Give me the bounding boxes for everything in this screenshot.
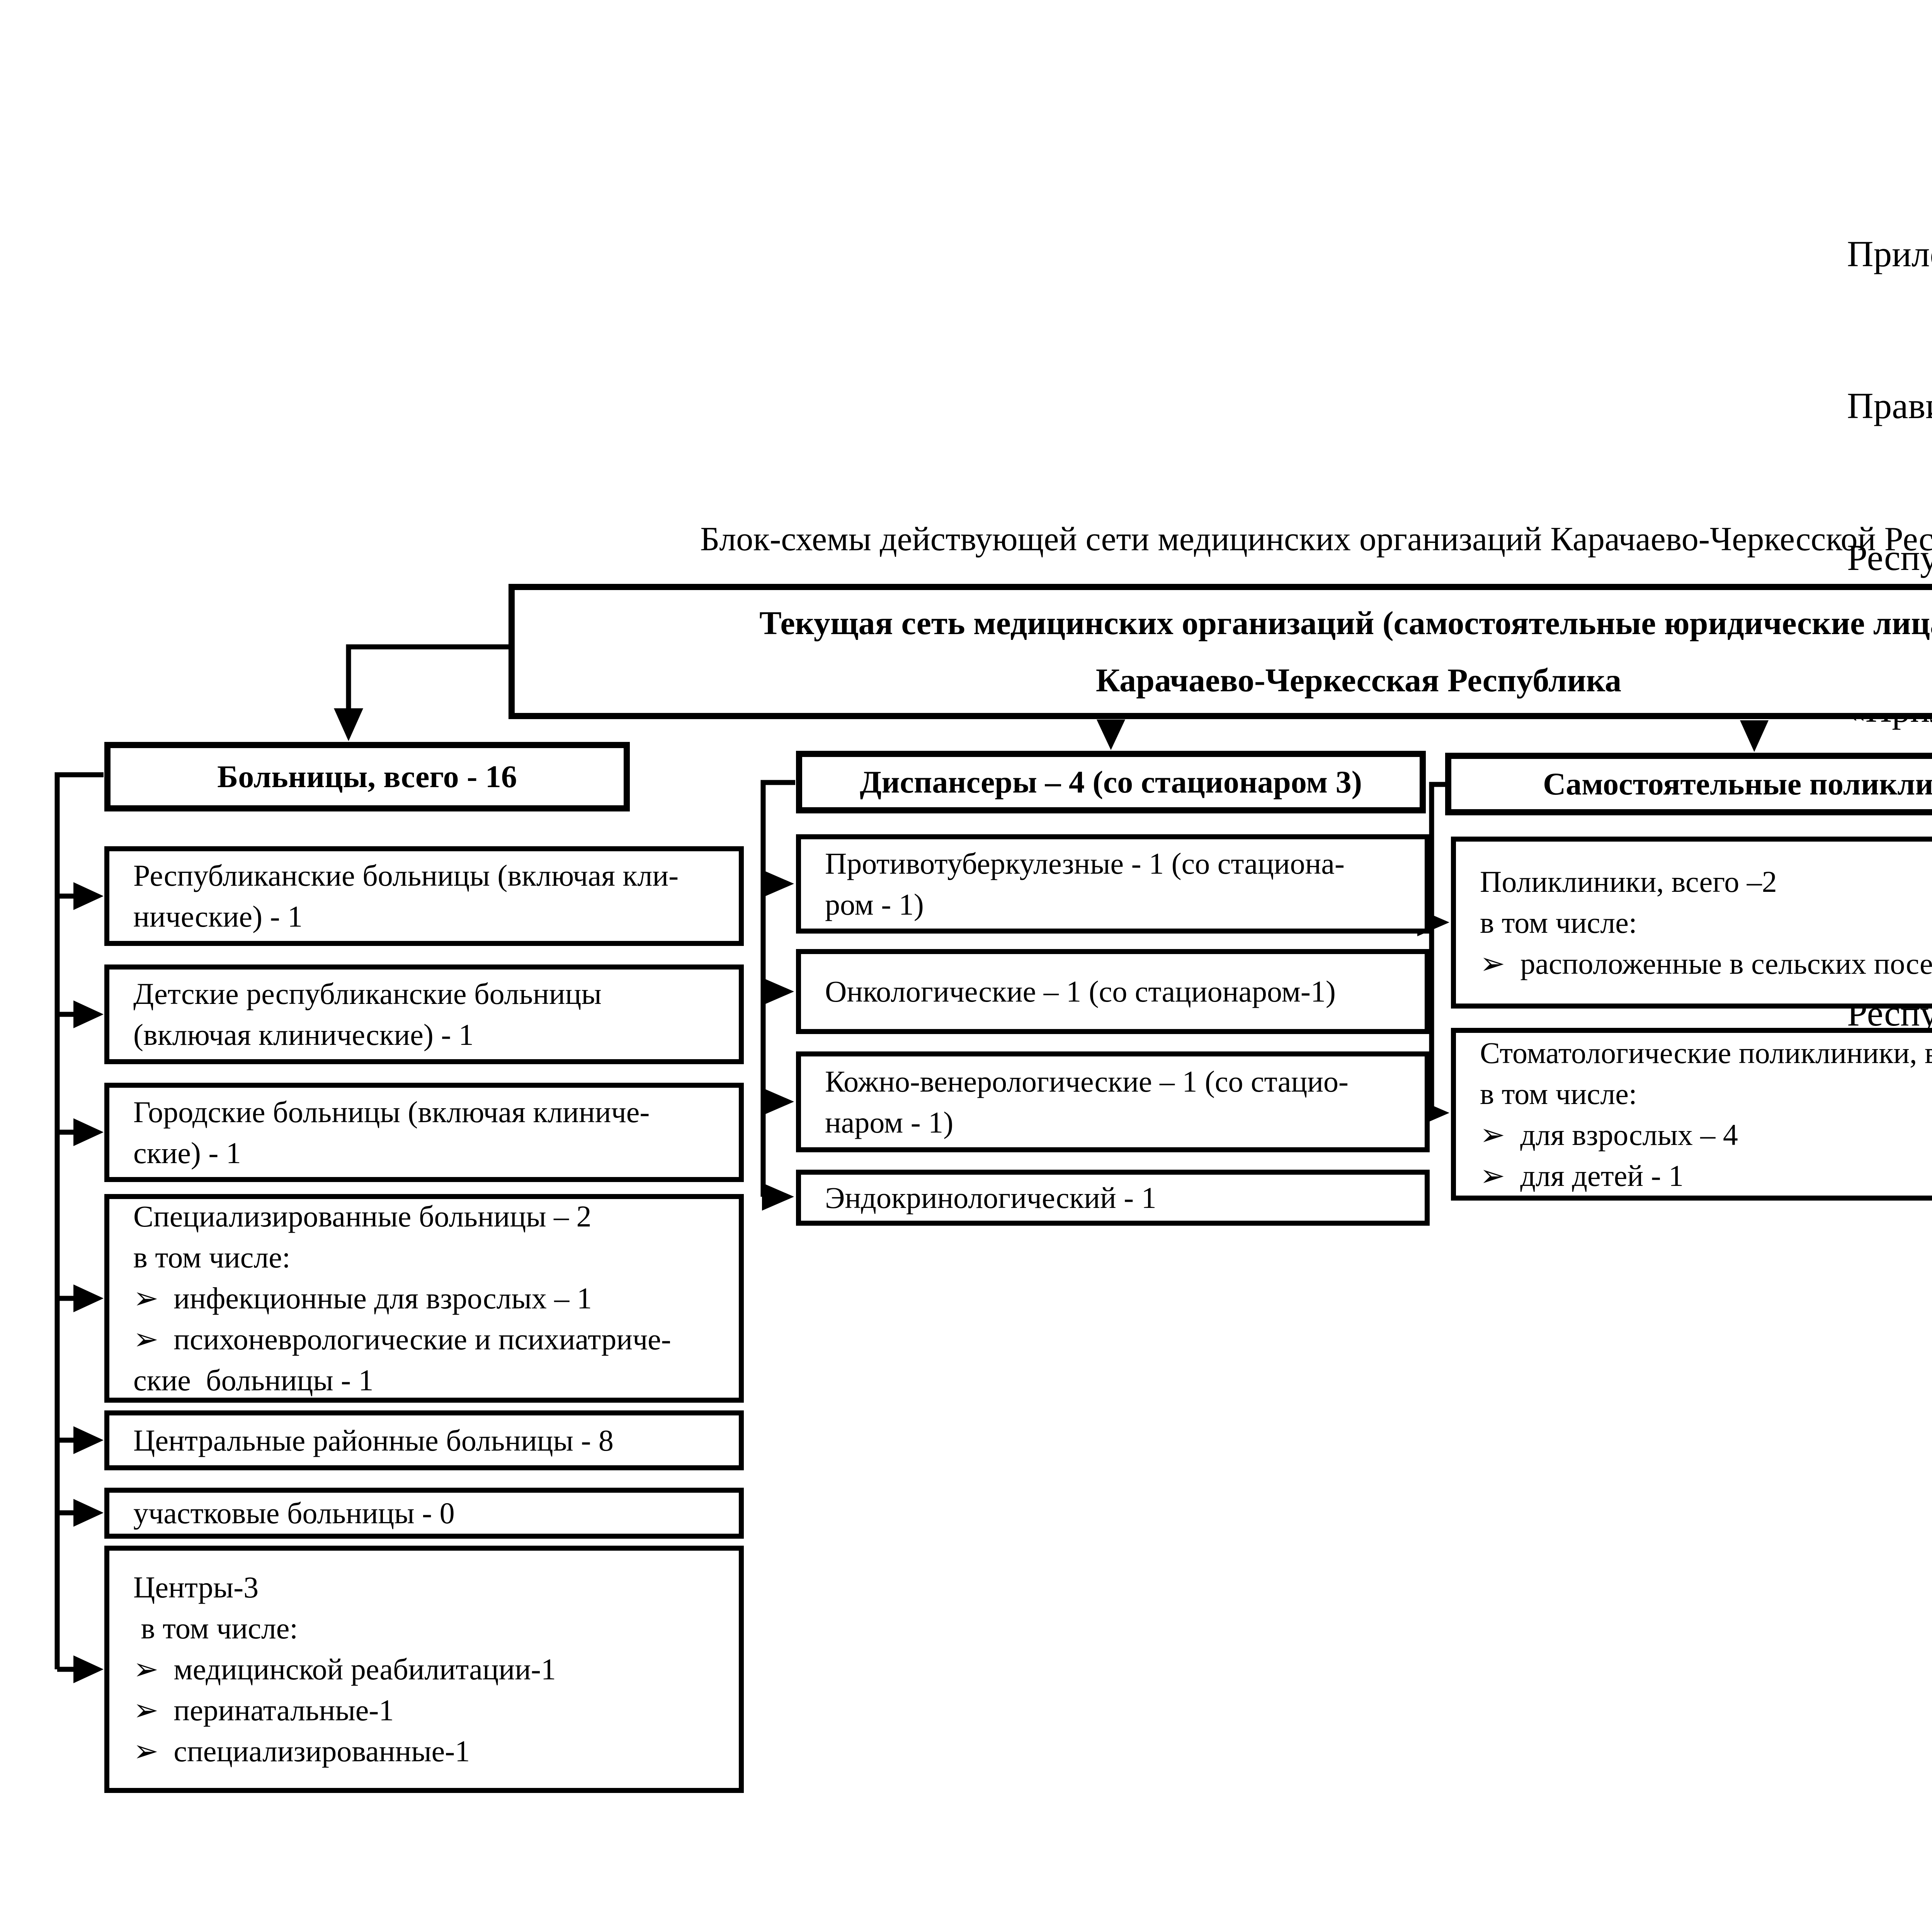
- annex-line: Приложение 3 к постановлению: [1847, 233, 1932, 274]
- box-endocrinology-dispensary: Эндокринологический - 1: [796, 1170, 1430, 1226]
- box-line: Онкологические – 1 (со стационаром-1): [825, 975, 1336, 1008]
- arrow-down-hospitals: [334, 708, 363, 741]
- box-dental-polyclinics: Стоматологические поликлиники, всего – 5…: [1451, 1028, 1932, 1201]
- box-line: в том числе:: [133, 1240, 291, 1274]
- arrow-hospitals-5: [73, 1426, 104, 1454]
- arrow-hospitals-3: [73, 1118, 104, 1146]
- diagram-title: Блок-схемы действующей сети медицинских …: [700, 520, 1932, 558]
- header-independent-polyclinics-label: Самостоятельные поликлиники - 7: [1543, 766, 1932, 801]
- arrow-dispensaries-4: [762, 1183, 794, 1211]
- box-line: Эндокринологический - 1: [825, 1180, 1156, 1214]
- box-line: ➢ медицинской реабилитации-1: [133, 1652, 556, 1686]
- trunk-dispensaries: [760, 780, 795, 1197]
- box-republican-hospitals: Республиканские больницы (включая кли- н…: [104, 846, 744, 946]
- box-line: ➢ специализированные-1: [133, 1734, 470, 1768]
- arrow-hospitals-4: [73, 1284, 104, 1312]
- box-line: в том числе:: [133, 1611, 298, 1645]
- connector-root-to-hospitals: [346, 644, 509, 710]
- box-specialized-hospitals: Специализированные больницы – 2 в том чи…: [104, 1194, 744, 1403]
- box-line: ➢ перинатальные-1: [133, 1693, 394, 1727]
- annex-line: Республики от 03.04.2026 № 55: [1847, 537, 1932, 578]
- header-independent-polyclinics: Самостоятельные поликлиники - 7: [1445, 753, 1932, 815]
- box-central-district-hospitals: Центральные районные больницы - 8: [104, 1410, 744, 1470]
- box-line: Стоматологические поликлиники, всего – 5: [1480, 1036, 1932, 1070]
- box-line: ➢ для взрослых – 4: [1480, 1118, 1738, 1152]
- box-line: ром - 1): [825, 887, 924, 921]
- box-line: участковые больницы - 0: [133, 1496, 455, 1530]
- arrow-dispensaries-1: [762, 870, 794, 898]
- arrow-dispensaries-3: [762, 1088, 794, 1116]
- root-box-line2: Карачаево-Черкесская Республика: [1095, 662, 1622, 699]
- box-polyclinics-total: Поликлиники, всего –2 в том числе: ➢ рас…: [1451, 837, 1932, 1009]
- arrow-hospitals-1: [73, 882, 104, 910]
- box-line: Детские республиканские больницы: [133, 977, 602, 1010]
- arrow-dispensaries-2: [762, 978, 794, 1005]
- box-oncology-dispensaries: Онкологические – 1 (со стационаром-1): [796, 949, 1430, 1034]
- header-hospitals: Больницы, всего - 16: [104, 742, 630, 811]
- header-hospitals-label: Больницы, всего - 16: [217, 759, 517, 794]
- box-line: нические) - 1: [133, 900, 303, 933]
- box-line: ➢ инфекционные для взрослых – 1: [133, 1281, 592, 1315]
- box-line: ские) - 1: [133, 1136, 241, 1170]
- box-tb-dispensaries: Противотуберкулезные - 1 (со стациона- р…: [796, 834, 1430, 934]
- box-line: ➢ расположенные в сельских поселениях - …: [1480, 946, 1932, 980]
- arrow-hospitals-6: [73, 1499, 104, 1527]
- box-line: в том числе:: [1480, 905, 1637, 939]
- box-line: Противотуберкулезные - 1 (со стациона-: [825, 846, 1345, 880]
- annex-line: Правительства Карачаево-Черкесской: [1847, 385, 1932, 426]
- box-line: Специализированные больницы – 2: [133, 1199, 592, 1233]
- box-line: наром - 1): [825, 1105, 954, 1139]
- arrow-down-polyclinics: [1740, 720, 1769, 752]
- root-box-line1: Текущая сеть медицинских организаций (са…: [759, 604, 1932, 641]
- box-line: ➢ для детей - 1: [1480, 1158, 1684, 1192]
- arrow-hospitals-7: [73, 1655, 104, 1683]
- header-dispensaries-label: Диспансеры – 4 (со стационаром 3): [860, 764, 1362, 799]
- box-line: (включая клинические) - 1: [133, 1018, 474, 1051]
- root-box-current-network: Текущая сеть медицинских организаций (са…: [509, 584, 1932, 719]
- trunk-polyclinics: [1429, 782, 1450, 1113]
- arrow-hospitals-2: [73, 1000, 104, 1028]
- box-centers: Центры-3 в том числе: ➢ медицинской реаб…: [104, 1546, 744, 1793]
- box-uchastkovye-hospitals: участковые больницы - 0: [104, 1488, 744, 1539]
- box-line: Городские больницы (включая клиниче-: [133, 1095, 650, 1129]
- header-dispensaries: Диспансеры – 4 (со стационаром 3): [796, 751, 1426, 813]
- box-line: Республиканские больницы (включая кли-: [133, 859, 679, 892]
- box-children-republican-hospitals: Детские республиканские больницы (включа…: [104, 964, 744, 1064]
- box-line: в том числе:: [1480, 1077, 1637, 1111]
- box-city-hospitals: Городские больницы (включая клиниче- ски…: [104, 1083, 744, 1182]
- box-line: Кожно-венерологические – 1 (со стацио-: [825, 1064, 1349, 1098]
- box-line: Центры-3: [133, 1570, 259, 1604]
- box-line: Поликлиники, всего –2: [1480, 864, 1777, 898]
- box-line: ские больницы - 1: [133, 1363, 374, 1397]
- box-line: ➢ психоневрологические и психиатриче-: [133, 1322, 671, 1356]
- arrow-down-dispensaries: [1097, 720, 1125, 750]
- box-derma-venereology-dispensaries: Кожно-венерологические – 1 (со стацио- н…: [796, 1051, 1430, 1152]
- trunk-hospitals: [54, 772, 104, 1669]
- box-line: Центральные районные больницы - 8: [133, 1423, 614, 1457]
